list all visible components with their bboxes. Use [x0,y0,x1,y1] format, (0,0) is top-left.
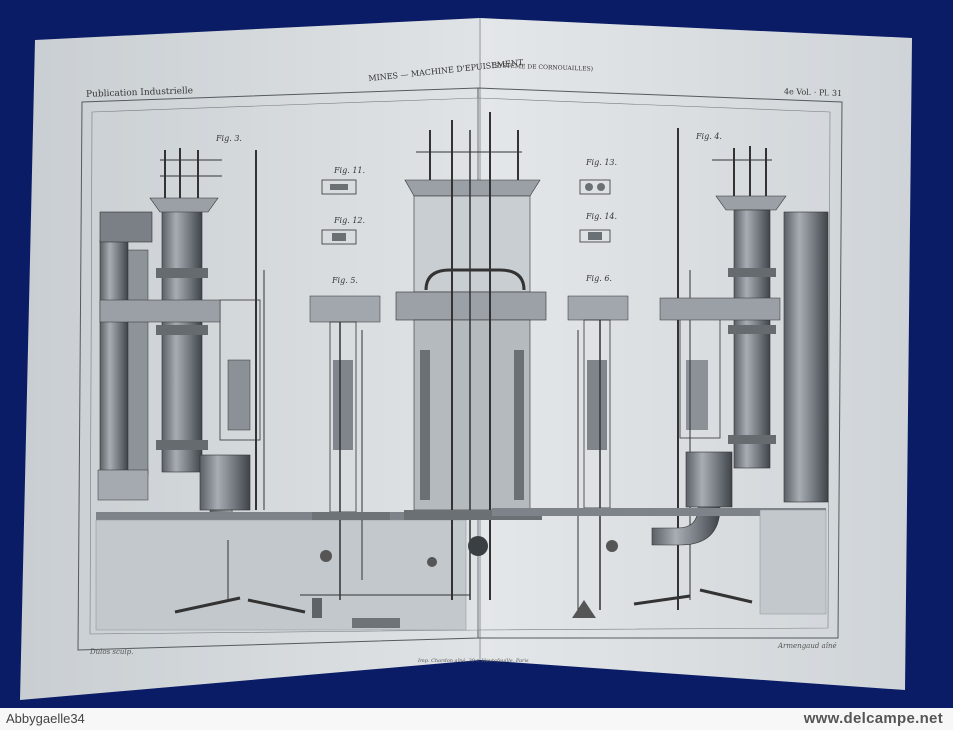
fig11-fig12-details [321,179,357,245]
fig12-label: Fig. 12. [334,216,366,225]
seller-username: Abbygaelle34 [6,711,85,726]
paper-right-half [480,18,912,690]
fig13-label: Fig. 13. [586,158,618,167]
fig4-engine-drawing [492,128,829,615]
site-watermark: www.delcampe.net [803,710,943,727]
fig14-label: Fig. 14. [586,212,618,221]
fig13-fig14-details [579,179,611,243]
watermark-strip [0,708,953,730]
fig3-label: Fig. 3. [216,134,242,143]
printer-line: Imp. Chardon aîné, 30 r. Hautefeuille, P… [418,658,529,664]
engraver-right: Armengaud aîné [778,642,837,650]
central-tower-drawing [300,112,547,600]
fig5-drawing [309,295,400,628]
fig5-label: Fig. 5. [332,276,358,285]
fig6-label: Fig. 6. [586,274,612,283]
fig3-engine-drawing [95,148,476,631]
fig11-label: Fig. 11. [334,166,366,175]
engraver-left: Dulos sculp. [90,648,134,656]
fig4-label: Fig. 4. [696,132,722,141]
